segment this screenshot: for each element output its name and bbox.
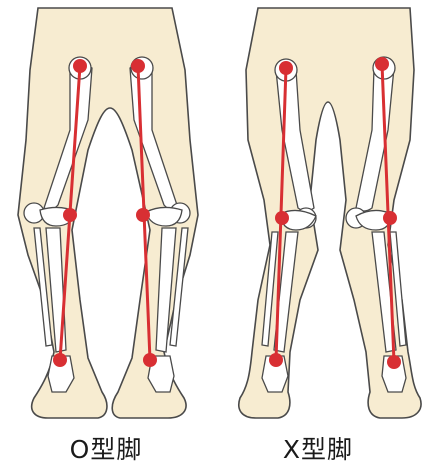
x-right-knee-point [383,211,397,225]
x-legs-illustration [239,8,421,418]
o-legs-caption: O型脚 [0,430,212,466]
o-right-ankle-point [143,353,157,367]
o-left-knee-point [63,208,77,222]
o-right-knee-point [136,208,150,222]
x-legs-caption: X型脚 [212,430,424,466]
x-left-ankle-point [269,353,283,367]
x-right-ankle-point [387,355,401,369]
o-left-ankle-point [53,353,67,367]
o-legs-illustration [18,8,198,418]
x-left-hip-point [279,61,293,75]
o-right-hip-point [131,59,145,73]
x-left-knee-point [275,211,289,225]
x-right-hip-point [375,57,389,71]
o-left-hip-point [73,59,87,73]
